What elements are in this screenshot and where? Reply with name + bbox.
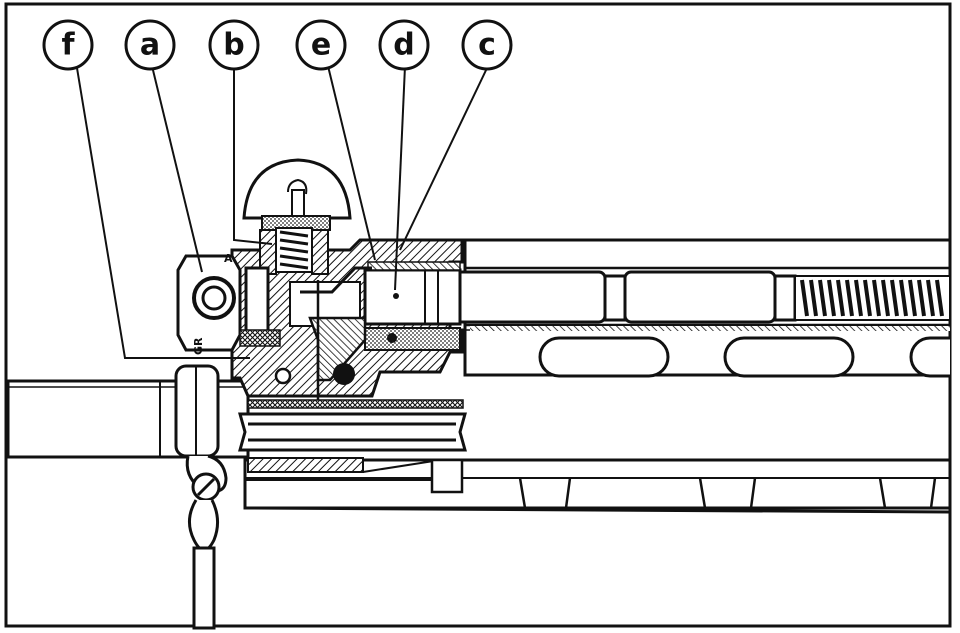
threaded-collar: [238, 412, 467, 494]
leader-e: [327, 65, 376, 261]
leader-a: [151, 65, 203, 273]
front-sight-dome: [242, 158, 352, 231]
gas-regulator: [274, 266, 372, 400]
svg-text:e: e: [311, 28, 331, 63]
regulator-knob: GR A: [176, 252, 281, 355]
gas-cylinder-piston: [363, 261, 462, 351]
regulator-mark-a: A: [224, 252, 233, 265]
callout-c: c: [461, 19, 513, 71]
leader-c: [399, 65, 489, 251]
callout-a: a: [124, 19, 176, 71]
leader-b: [233, 66, 273, 245]
callout-e: e: [295, 19, 347, 71]
lower-handguard: [243, 458, 952, 514]
svg-text:b: b: [223, 28, 244, 63]
callout-b: b: [208, 19, 260, 71]
leader-lines: [75, 61, 489, 359]
gas-port-ball: [333, 363, 355, 385]
svg-text:f: f: [61, 28, 75, 63]
svg-text:d: d: [393, 28, 414, 63]
callout-d: d: [378, 19, 430, 71]
vent-slots: [538, 336, 950, 378]
sling-swivel: [174, 364, 228, 630]
regulator-spring: [259, 227, 329, 275]
operating-rod: [453, 270, 797, 324]
return-spring: [794, 275, 951, 321]
leader-f: [75, 61, 250, 359]
regulator-mark-gr: GR: [192, 337, 205, 355]
callout-f: f: [42, 19, 94, 71]
svg-text:c: c: [478, 28, 496, 63]
leader-d: [394, 65, 406, 291]
svg-text:a: a: [140, 28, 160, 63]
